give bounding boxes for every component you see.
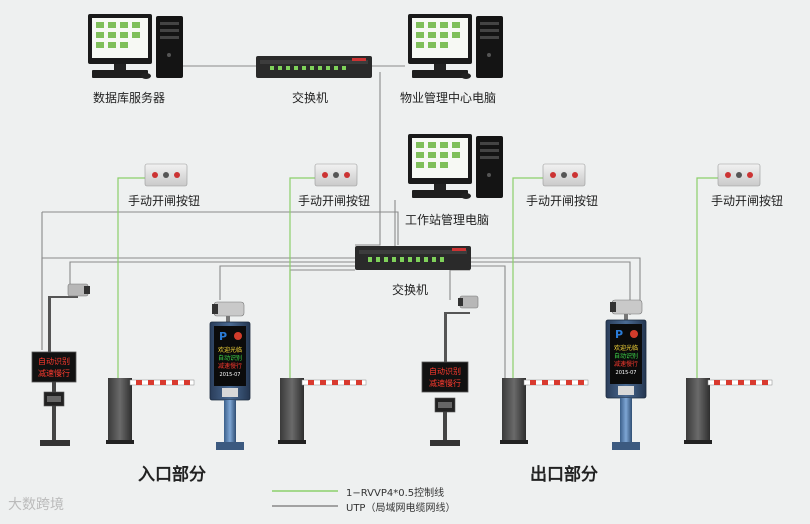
kiosk-entrance-line2: 自动识别	[218, 354, 242, 362]
kiosk-exit-line1: 欢迎光临	[614, 344, 638, 352]
computer-database-server	[88, 14, 183, 79]
label-entrance-section: 入口部分	[138, 465, 206, 485]
kiosk-entrance-line1: 欢迎光临	[218, 346, 242, 354]
entrance-sign-line2: 减速慢行	[38, 368, 70, 378]
display-sign-entrance: 自动识别 减速慢行	[31, 351, 77, 446]
label-manual-button-3: 手动开闸按钮	[526, 194, 599, 208]
exit-sign-line1: 自动识别	[429, 366, 461, 376]
label-manual-button-4: 手动开闸按钮	[711, 194, 784, 208]
utp-cables	[41, 65, 641, 380]
kiosk-exit-line3: 减速慢行	[614, 360, 638, 368]
kiosk-entrance-line3: 减速慢行	[218, 362, 242, 370]
network-switch-top	[256, 56, 372, 78]
kiosk-entrance-parking-letter: P	[219, 330, 227, 343]
kiosk-exit-parking-letter: P	[615, 328, 623, 341]
kiosk-exit: P 欢迎光临 自动识别 减速慢行 2015-07	[605, 299, 647, 450]
manual-button-box-4	[717, 163, 761, 187]
label-property-center-pc: 物业管理中心电脑	[400, 91, 497, 105]
label-workstation-pc: 工作站管理电脑	[405, 213, 490, 227]
kiosk-exit-line4: 2015-07	[616, 370, 637, 376]
label-database-server: 数据库服务器	[93, 91, 166, 105]
barrier-gate-exit-2	[684, 378, 773, 444]
manual-button-box-1	[144, 163, 188, 187]
network-switch-middle	[355, 246, 471, 270]
kiosk-entrance-line4: 2015-07	[220, 372, 241, 378]
label-switch-top: 交换机	[292, 91, 329, 105]
exit-sign-line2: 减速慢行	[429, 378, 461, 388]
camera-pole-entrance-small	[48, 283, 90, 356]
legend-control-line-label: 1−RVVP4*0.5控制线	[346, 488, 445, 499]
watermark: 大数跨境	[8, 497, 64, 513]
entrance-sign-line1: 自动识别	[38, 356, 70, 366]
control-cables	[117, 177, 718, 378]
computer-workstation	[408, 134, 503, 199]
manual-button-box-3	[542, 163, 586, 187]
legend-utp-line-label: UTP（局域网电缆网线）	[346, 503, 456, 514]
label-manual-button-1: 手动开闸按钮	[128, 194, 201, 208]
label-manual-button-2: 手动开闸按钮	[298, 194, 371, 208]
camera-pole-exit-small	[444, 295, 479, 362]
kiosk-entrance: P 欢迎光临 自动识别 减速慢行 2015-07	[209, 301, 251, 450]
barrier-gate-entrance-2	[278, 378, 367, 444]
display-sign-exit: 自动识别 减速慢行	[421, 361, 469, 446]
manual-button-box-2	[314, 163, 358, 187]
barrier-gate-entrance-1	[106, 378, 195, 444]
kiosk-exit-line2: 自动识别	[614, 352, 638, 360]
label-exit-section: 出口部分	[530, 465, 598, 485]
label-switch-middle: 交换机	[392, 283, 429, 297]
computer-property-center	[408, 14, 503, 79]
barrier-gate-exit-1	[500, 378, 589, 444]
